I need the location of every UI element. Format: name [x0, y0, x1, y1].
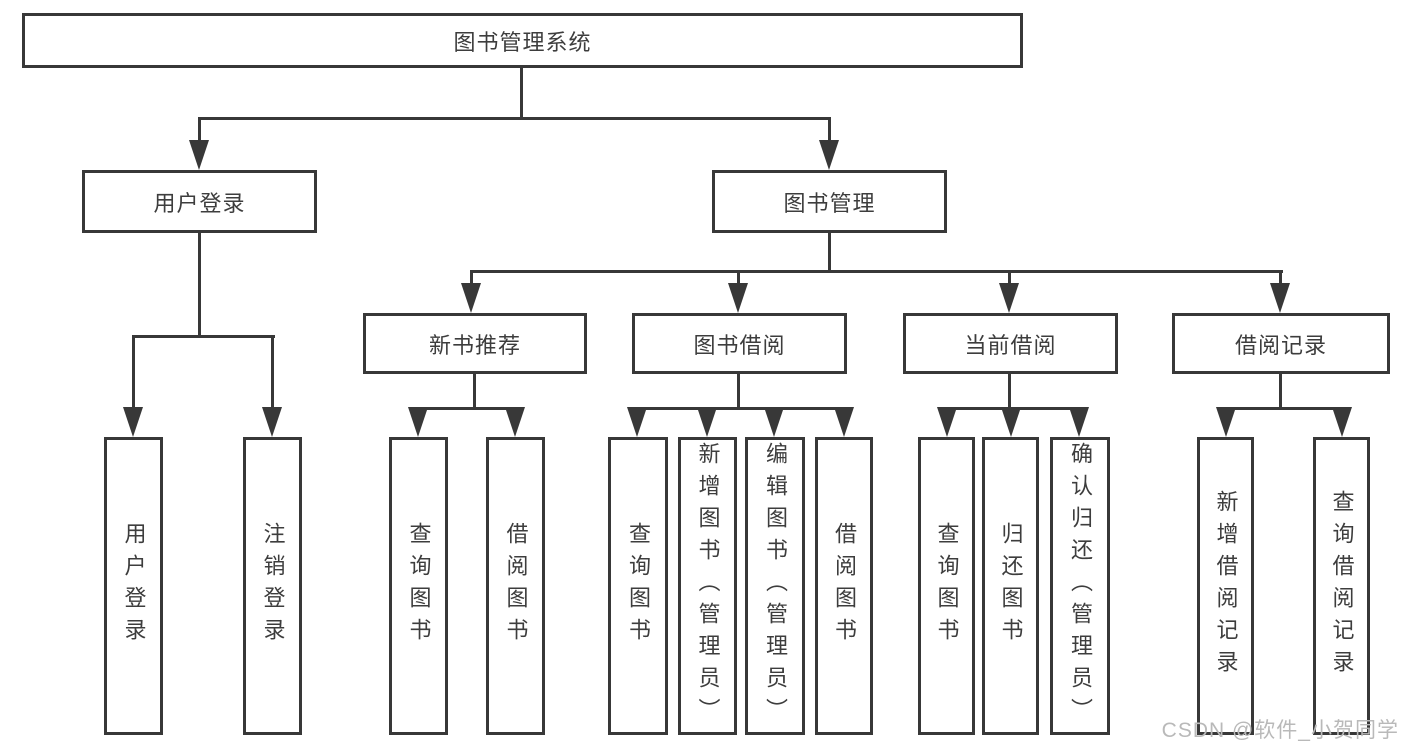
- connector-line: [470, 270, 1283, 273]
- connector-line: [1279, 270, 1282, 286]
- leaf-borrow-books-1: 借阅图书: [486, 437, 545, 735]
- arrow-down-icon: [1069, 407, 1089, 437]
- node-current-borrow-label: 当前借阅: [964, 332, 1057, 358]
- connector-line: [132, 335, 135, 411]
- connector-line: [470, 270, 473, 286]
- arrow-down-icon: [189, 140, 209, 170]
- arrow-down-icon: [697, 407, 717, 437]
- arrow-down-icon: [627, 407, 647, 437]
- node-borrow-records-label: 借阅记录: [1234, 332, 1327, 358]
- node-current-borrow: 当前借阅: [903, 313, 1118, 374]
- leaf-confirm-return-admin: 确认归还（管理员）: [1050, 437, 1110, 735]
- node-root: 图书管理系统: [22, 13, 1023, 68]
- connector-line: [828, 117, 831, 143]
- leaf-borrow-books-2: 借阅图书: [815, 437, 873, 735]
- connector-line: [1008, 270, 1011, 286]
- node-new-book-recommend: 新书推荐: [363, 313, 587, 374]
- arrow-down-icon: [461, 283, 481, 313]
- node-root-label: 图书管理系统: [453, 29, 592, 55]
- connector-line: [520, 66, 523, 119]
- node-book-borrow: 图书借阅: [632, 313, 847, 374]
- connector-line: [737, 372, 740, 410]
- leaf-user-login-label: 用户登录: [121, 522, 147, 650]
- arrow-down-icon: [819, 140, 839, 170]
- connector-line: [132, 335, 275, 338]
- leaf-query-borrow-record-label: 查询借阅记录: [1329, 490, 1355, 682]
- leaf-borrow-books-2-label: 借阅图书: [832, 522, 857, 650]
- node-borrow-records: 借阅记录: [1172, 313, 1390, 374]
- node-new-book-recommend-label: 新书推荐: [428, 332, 521, 358]
- node-user-login-label: 用户登录: [153, 190, 246, 216]
- arrow-down-icon: [834, 407, 854, 437]
- leaf-query-books-2-label: 查询图书: [626, 522, 651, 650]
- leaf-query-books-1: 查询图书: [389, 437, 448, 735]
- connector-line: [198, 117, 831, 120]
- connector-line: [1279, 372, 1282, 410]
- leaf-edit-books-admin: 编辑图书（管理员）: [745, 437, 805, 735]
- leaf-add-books-admin-label: 新增图书（管理员）: [695, 442, 721, 730]
- connector-line: [198, 117, 201, 143]
- leaf-return-books: 归还图书: [982, 437, 1039, 735]
- leaf-logout: 注销登录: [243, 437, 302, 735]
- node-user-login: 用户登录: [82, 170, 317, 233]
- arrow-down-icon: [728, 283, 748, 313]
- connector-line: [473, 372, 476, 410]
- leaf-confirm-return-admin-label: 确认归还（管理员）: [1068, 442, 1093, 730]
- arrow-down-icon: [408, 407, 428, 437]
- leaf-query-books-3-label: 查询图书: [934, 522, 960, 650]
- arrow-down-icon: [505, 407, 525, 437]
- arrow-down-icon: [999, 283, 1019, 313]
- connector-line: [737, 270, 740, 286]
- leaf-add-borrow-record: 新增借阅记录: [1197, 437, 1254, 735]
- connector-line: [828, 231, 831, 273]
- connector-line: [198, 231, 201, 338]
- leaf-edit-books-admin-label: 编辑图书（管理员）: [763, 442, 788, 730]
- leaf-return-books-label: 归还图书: [998, 522, 1024, 650]
- node-book-management-label: 图书管理: [783, 190, 876, 216]
- connector-line: [417, 407, 519, 410]
- arrow-down-icon: [1332, 407, 1352, 437]
- connector-line: [1008, 372, 1011, 410]
- connector-line: [636, 407, 846, 410]
- node-book-management: 图书管理: [712, 170, 947, 233]
- arrow-down-icon: [937, 407, 957, 437]
- connector-line: [271, 335, 274, 411]
- arrow-down-icon: [1001, 407, 1021, 437]
- arrow-down-icon: [262, 407, 282, 437]
- leaf-query-books-1-label: 查询图书: [406, 522, 432, 650]
- leaf-query-books-2: 查询图书: [608, 437, 668, 735]
- leaf-add-borrow-record-label: 新增借阅记录: [1213, 490, 1239, 682]
- leaf-query-books-3: 查询图书: [918, 437, 975, 735]
- connector-line: [1225, 407, 1344, 410]
- arrow-down-icon: [1216, 407, 1236, 437]
- leaf-user-login: 用户登录: [104, 437, 163, 735]
- leaf-logout-label: 注销登录: [260, 522, 286, 650]
- leaf-add-books-admin: 新增图书（管理员）: [678, 437, 737, 735]
- arrow-down-icon: [764, 407, 784, 437]
- arrow-down-icon: [123, 407, 143, 437]
- arrow-down-icon: [1270, 283, 1290, 313]
- node-book-borrow-label: 图书借阅: [693, 332, 786, 358]
- leaf-borrow-books-1-label: 借阅图书: [503, 522, 529, 650]
- csdn-watermark: CSDN @软件_小贺同学: [1161, 719, 1399, 742]
- leaf-query-borrow-record: 查询借阅记录: [1313, 437, 1370, 735]
